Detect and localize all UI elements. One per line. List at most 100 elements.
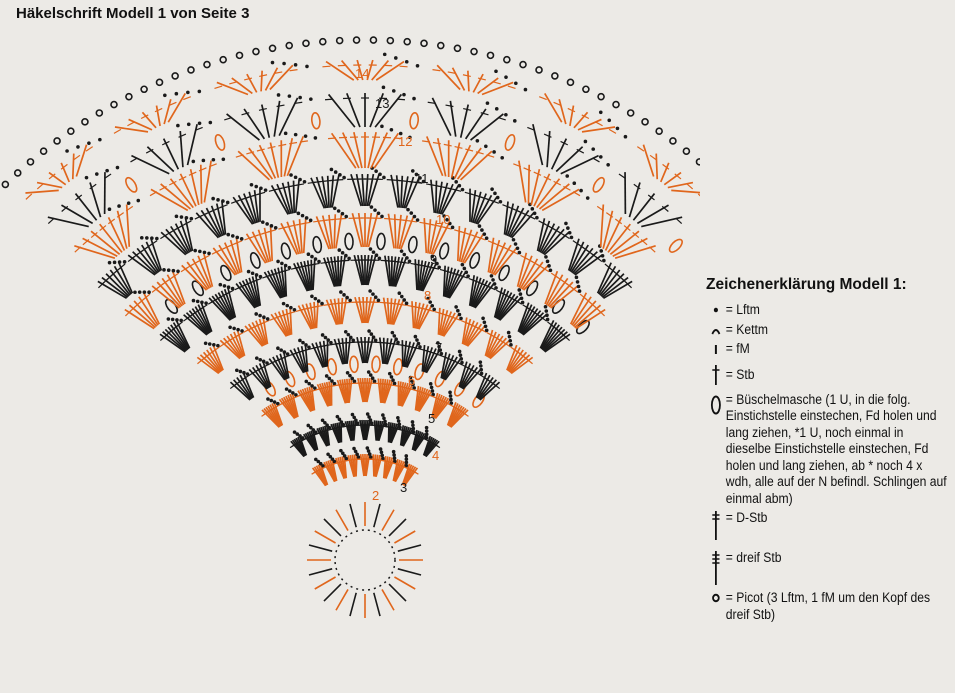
stitch-crossbar: [267, 229, 276, 233]
chain-dot: [317, 259, 321, 264]
chain-dot: [232, 326, 236, 331]
chain-dot: [390, 330, 395, 335]
stitch: [60, 162, 71, 183]
chain-dot: [309, 425, 313, 430]
chain-dot: [483, 324, 488, 329]
row-number: 7: [435, 340, 442, 355]
chain-dot: [384, 422, 388, 427]
stitch: [430, 221, 444, 255]
stitch-crossbar: [25, 193, 33, 200]
stitch-crossbar: [553, 180, 562, 186]
stitch: [308, 386, 315, 411]
chain-dot: [333, 170, 338, 174]
stitch: [467, 70, 470, 92]
stitch: [398, 215, 409, 250]
stitch: [365, 419, 371, 441]
stitch: [506, 344, 518, 371]
cluster-stitch: [668, 238, 683, 253]
chain-dot: [392, 456, 397, 460]
chain-dot: [462, 266, 467, 271]
stitch-crossbar: [244, 77, 253, 81]
stitch: [466, 325, 486, 347]
stitch: [432, 394, 443, 418]
stitch-crossbar: [302, 221, 311, 225]
stitch: [348, 378, 353, 403]
chain-dot: [606, 163, 610, 167]
chain-dot: [276, 93, 281, 97]
stitch: [604, 216, 623, 251]
chain-dot: [207, 342, 212, 346]
stitch: [519, 258, 539, 289]
stitch-crossbar: [198, 167, 207, 172]
chain-dot: [269, 224, 274, 228]
legend-item-fm: = fM: [706, 341, 949, 358]
stitch-crossbar: [443, 226, 452, 230]
chain-dot: [287, 94, 292, 98]
chain-dot: [339, 448, 343, 453]
chain-dot: [293, 63, 298, 67]
stitch: [179, 131, 184, 168]
cluster-stitch: [220, 264, 232, 282]
chain-dot: [310, 254, 314, 259]
chain-dot: [348, 298, 352, 303]
chain-dot: [394, 337, 398, 341]
chain-dot: [411, 430, 416, 434]
chain-dot: [415, 218, 420, 222]
chain-dot: [332, 206, 337, 211]
chain-dot: [179, 318, 183, 323]
stitch: [402, 428, 414, 447]
stitch-crossbar: [302, 348, 311, 352]
chain-dot: [298, 95, 302, 100]
stitch: [89, 182, 102, 218]
stitch: [545, 274, 564, 306]
stitch: [533, 173, 551, 207]
chain-dot: [535, 215, 539, 220]
stitch: [277, 311, 290, 337]
stitch-crossbar: [289, 69, 298, 72]
chain-dot: [258, 357, 263, 362]
cluster-stitch: [438, 242, 450, 260]
chain-dot: [313, 257, 318, 261]
chain-dot: [492, 150, 496, 154]
cluster-stitch: [327, 358, 338, 376]
stitch: [358, 296, 365, 324]
stitch: [251, 231, 269, 264]
chain-dot: [330, 379, 334, 383]
chain-dot: [532, 211, 537, 216]
stitch: [247, 323, 265, 347]
chain-dot: [380, 124, 384, 129]
stitch-crossbar: [159, 185, 167, 191]
chain-dot: [449, 401, 454, 405]
stitch: [186, 124, 198, 166]
stitch: [255, 320, 267, 346]
stitch: [381, 589, 395, 611]
stitch: [383, 379, 391, 404]
stitch-crossbar: [475, 151, 484, 155]
stitch: [293, 348, 306, 373]
chain-dot: [329, 340, 333, 345]
chain-dot: [284, 387, 289, 391]
cross-stitch-icon: [706, 364, 726, 386]
chain-dot: [381, 456, 385, 461]
stitch: [382, 379, 389, 404]
chain-dot: [298, 338, 302, 343]
stitch-crossbar: [178, 133, 187, 138]
stitch-crossbar: [224, 116, 233, 121]
chain-dot: [184, 215, 189, 220]
chain-dot: [191, 298, 196, 303]
stitch: [337, 298, 341, 325]
chain-dot: [260, 220, 265, 224]
stitch: [487, 237, 495, 273]
stitch-crossbar: [411, 469, 419, 475]
stitch-crossbar: [36, 183, 44, 190]
chain-dot: [397, 422, 402, 427]
stitch: [340, 297, 344, 325]
chain-dot: [410, 169, 415, 173]
cluster-stitch: [125, 176, 138, 193]
picot: [612, 100, 620, 109]
stitch: [581, 126, 616, 133]
chain-dot: [204, 301, 208, 305]
chain-dot: [283, 263, 288, 268]
chain-dot: [566, 226, 570, 230]
chain-dot: [489, 274, 494, 278]
